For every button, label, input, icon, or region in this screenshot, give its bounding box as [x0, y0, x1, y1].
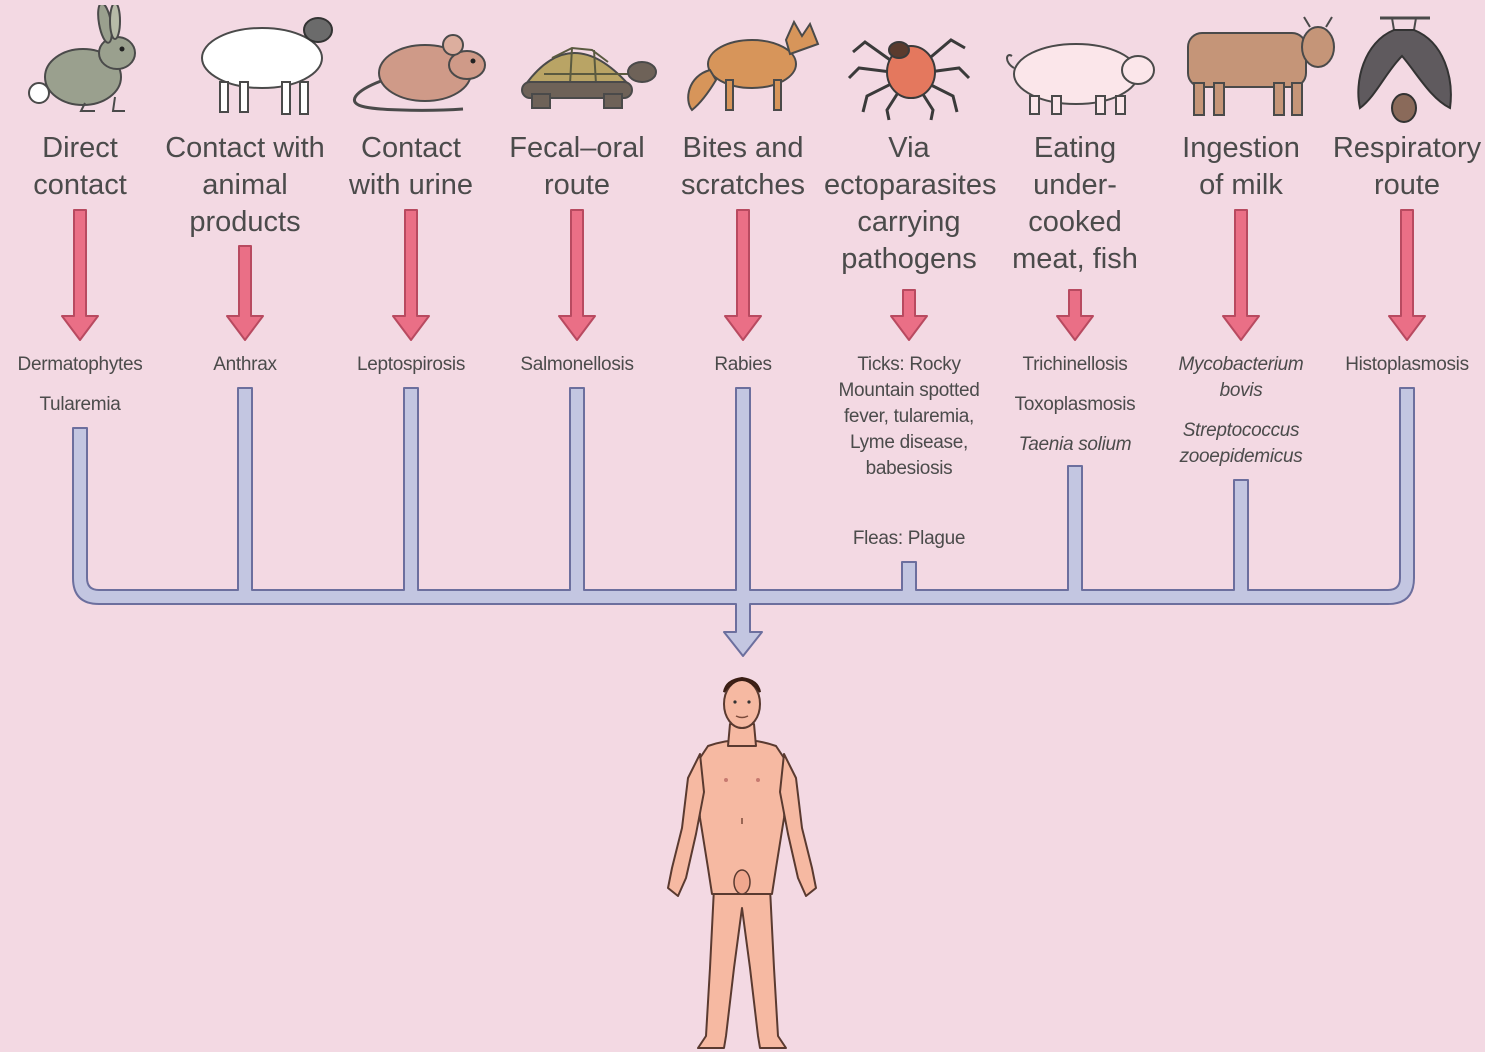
disease-salmonellosis: Salmonellosis — [492, 352, 662, 378]
red-arrow-ectoparasites — [891, 290, 927, 340]
disease-mycobacterium-bovis: Mycobacterium bovis — [1166, 352, 1316, 404]
red-arrow-undercooked-meat — [1057, 290, 1093, 340]
disease-histoplasmosis: Histoplasmosis — [1322, 352, 1485, 378]
red-arrow-respiratory — [1389, 210, 1425, 340]
red-arrow-fecal-oral — [559, 210, 595, 340]
red-arrow-urine — [393, 210, 429, 340]
disease-taenia-solium: Taenia solium — [990, 432, 1160, 458]
red-arrow-bites — [725, 210, 761, 340]
disease-anthrax: Anthrax — [160, 352, 330, 378]
red-arrow-animal-products — [227, 246, 263, 340]
disease-dermatophytes: Dermatophytes — [0, 352, 165, 378]
disease-rabies: Rabies — [658, 352, 828, 378]
disease-tularemia: Tularemia — [0, 392, 165, 418]
disease-fleas-plague: Fleas: Plague — [824, 526, 994, 552]
disease-trichinellosis: Trichinellosis — [990, 352, 1160, 378]
red-arrow-direct-contact — [62, 210, 98, 340]
disease-streptococcus-zooepidemicus: Streptococcus zooepidemicus — [1166, 418, 1316, 470]
disease-toxoplasmosis: Toxoplasmosis — [990, 392, 1160, 418]
red-arrow-milk — [1223, 210, 1259, 340]
human-figure-icon — [660, 668, 826, 1052]
disease-ticks: Ticks: Rocky Mountain spotted fever, tul… — [834, 352, 984, 482]
disease-leptospirosis: Leptospirosis — [326, 352, 496, 378]
